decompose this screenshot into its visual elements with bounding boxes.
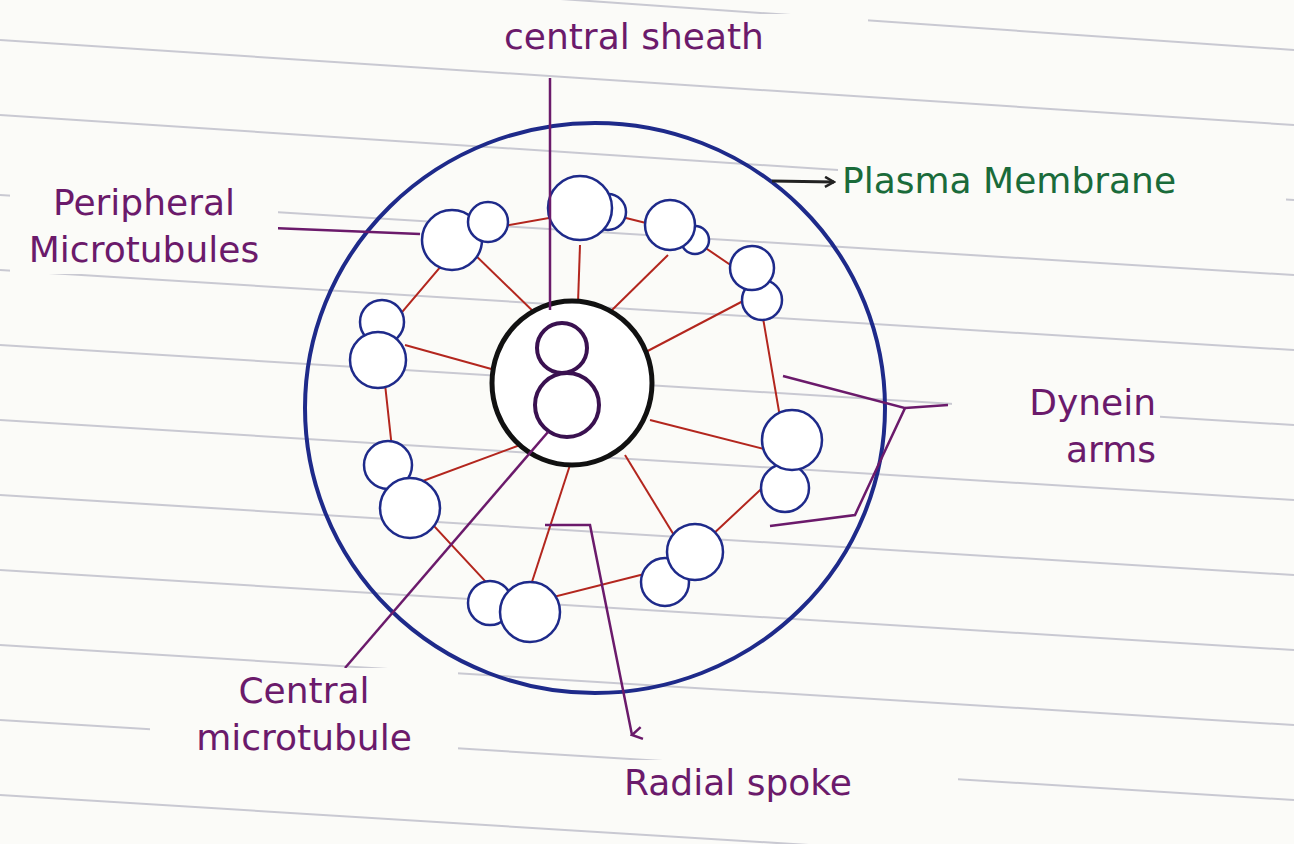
nexin-links (380, 210, 788, 608)
structure-label: Dynein arms (952, 380, 1160, 474)
membrane-arrow (772, 181, 834, 182)
structure-label: Central microtubule (150, 668, 458, 762)
structure-label: central sheath (500, 14, 868, 61)
central-pair (535, 323, 599, 437)
central-sheath (492, 301, 652, 465)
structure-label: Peripheral Microtubules (10, 180, 278, 274)
structure-label: Radial spoke (620, 760, 958, 807)
plasma-membrane (305, 123, 885, 693)
structure-label: Plasma Membrane (838, 158, 1286, 205)
peripheral-doublets (350, 176, 822, 642)
